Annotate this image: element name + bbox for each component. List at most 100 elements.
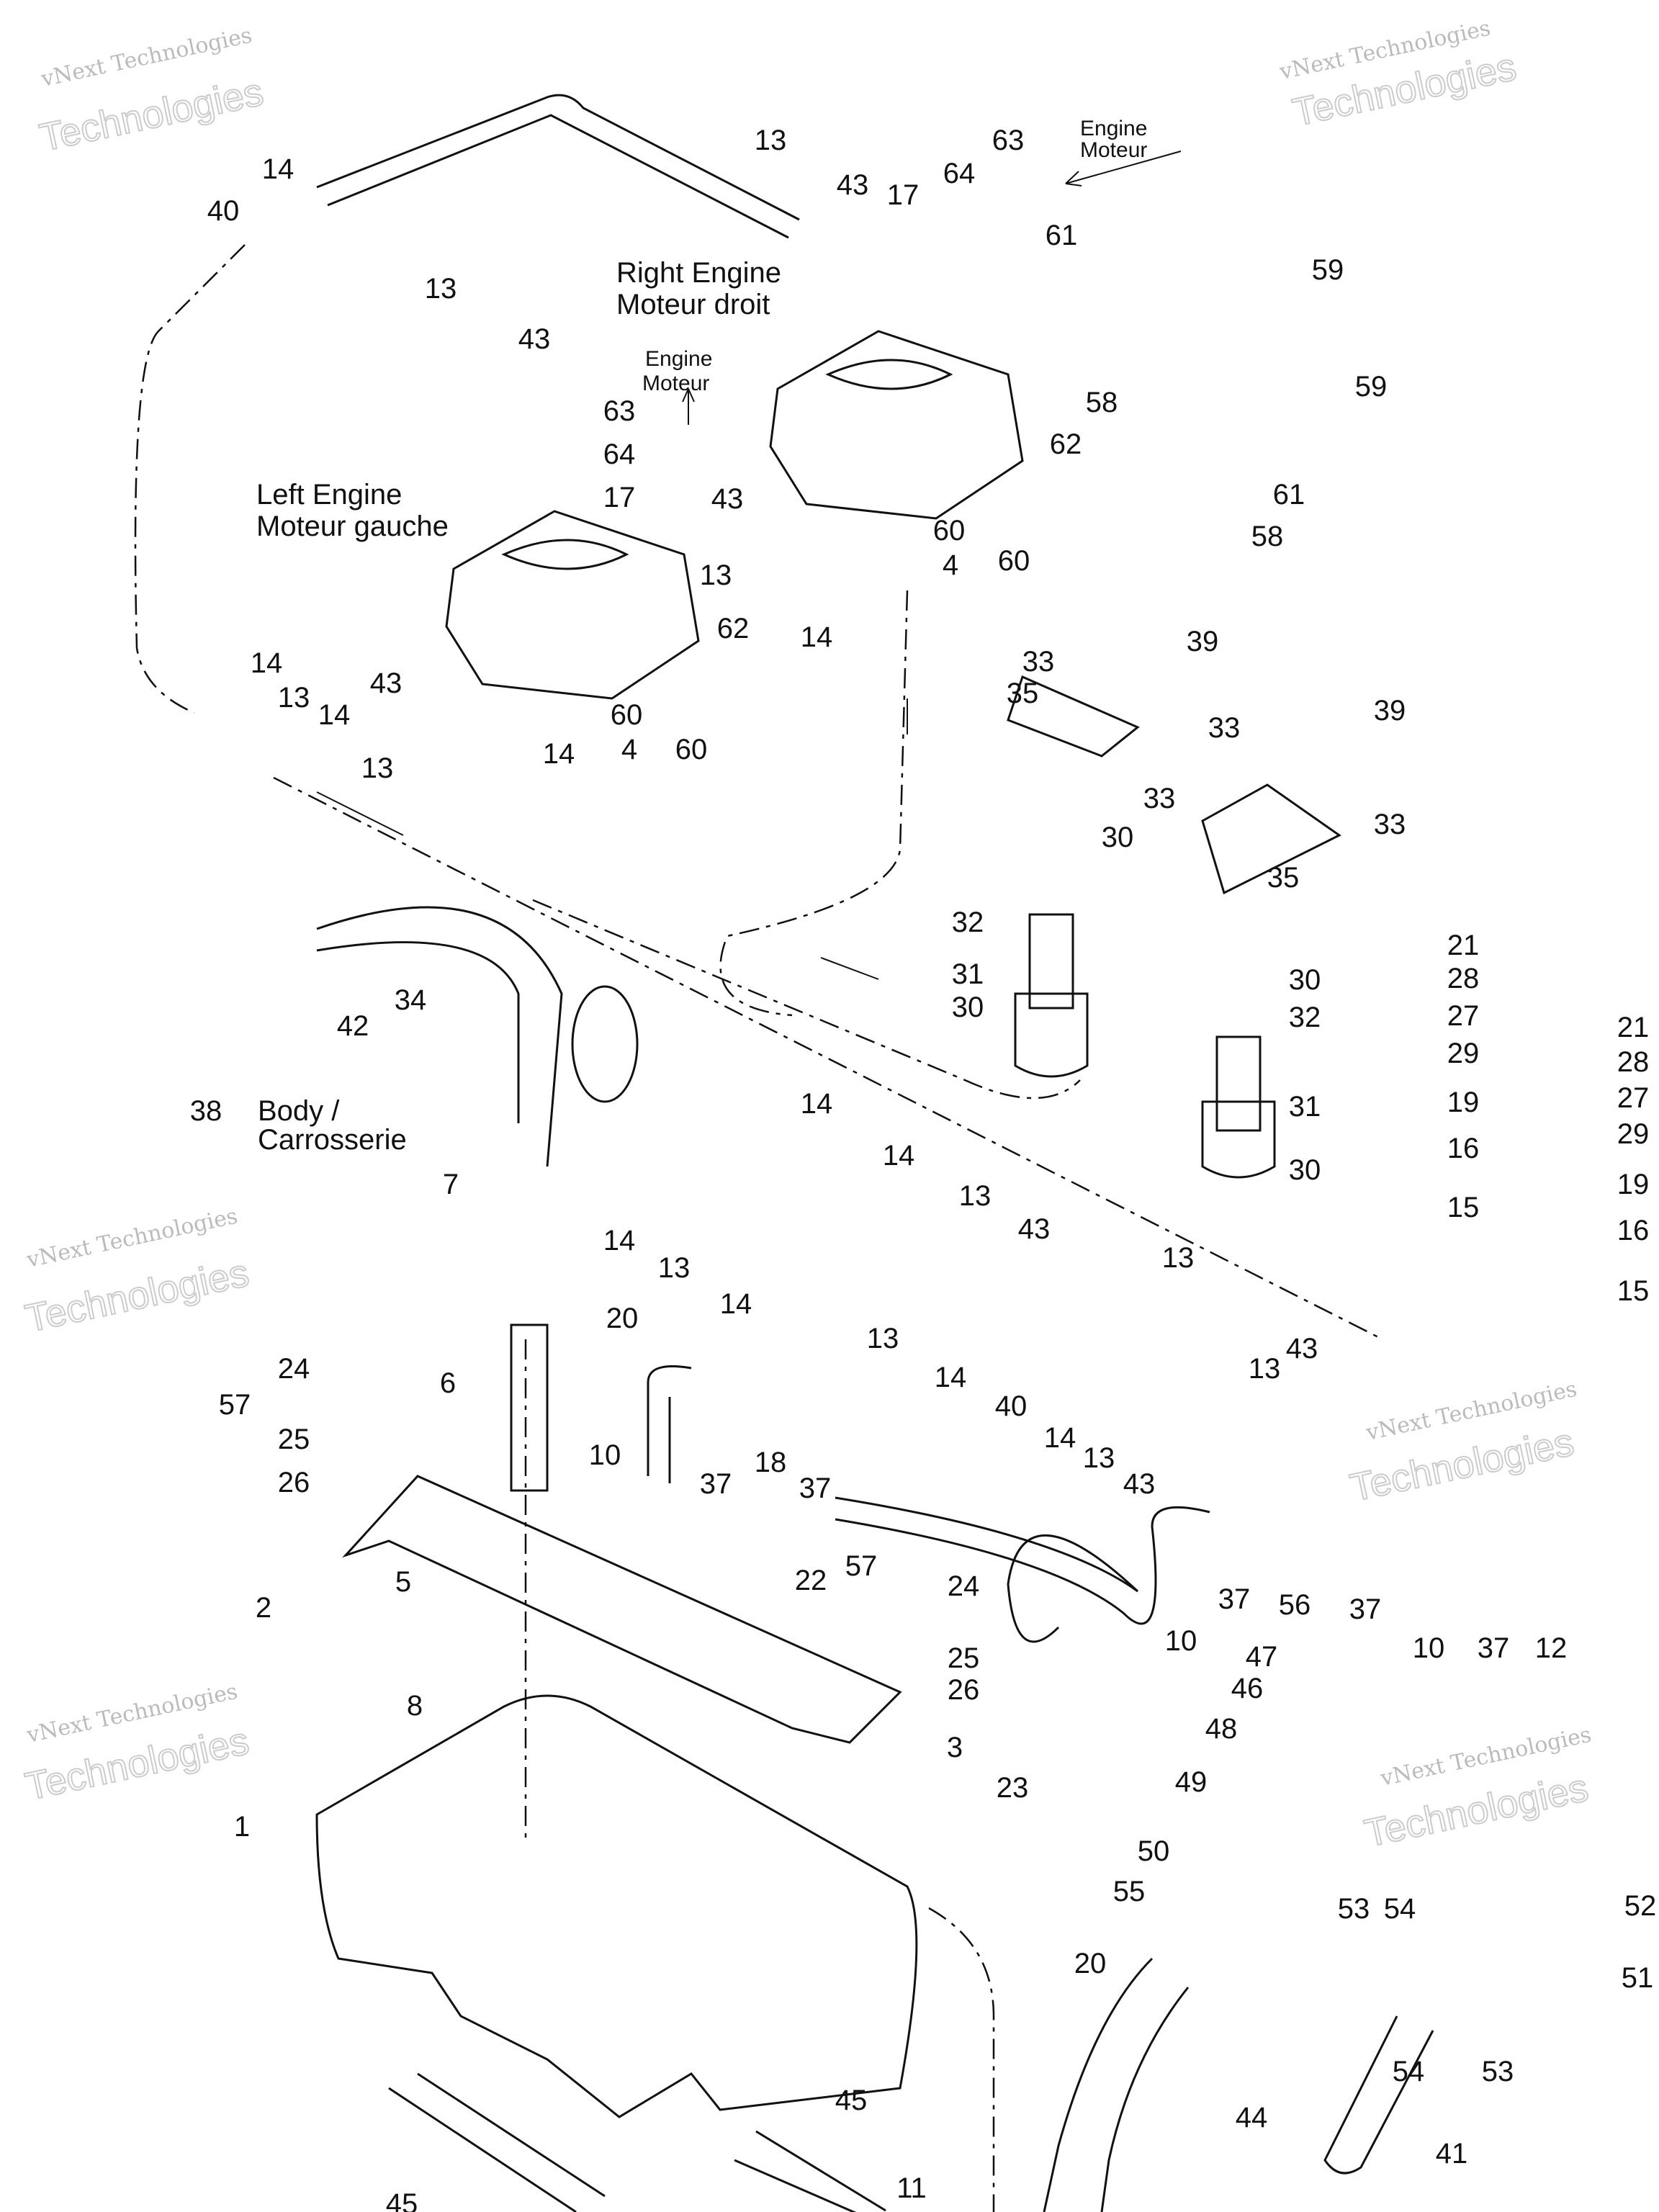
part-number-label: 59 <box>1312 254 1344 286</box>
moteur-label-top: Moteur <box>1080 138 1147 162</box>
part-number-label: 37 <box>1349 1593 1382 1625</box>
fuel-line-right <box>719 590 909 1017</box>
part-number-label: 14 <box>318 699 351 731</box>
part-number-label: 14 <box>801 1088 833 1120</box>
body-label: Body / <box>258 1095 340 1127</box>
part-number-label: 16 <box>1447 1133 1480 1164</box>
part-number-label: 20 <box>606 1303 639 1334</box>
part-number-label: 54 <box>1393 2056 1425 2087</box>
right-carburetor <box>769 330 1024 520</box>
part-number-label: 63 <box>992 125 1025 156</box>
part-number-label: 30 <box>1289 1154 1321 1186</box>
part-number-label: 25 <box>278 1424 310 1455</box>
vent-hose-loop <box>571 985 639 1103</box>
part-number-label: 2 <box>256 1592 271 1624</box>
part-number-label: 50 <box>1138 1835 1170 1867</box>
part-number-label: 45 <box>386 2188 418 2212</box>
vent-hose-top <box>316 94 800 221</box>
filler-neck-44 <box>1043 1957 1190 2212</box>
part-number-label: 13 <box>959 1180 992 1212</box>
part-number-label: 57 <box>219 1389 251 1421</box>
bracket-35-top <box>1007 675 1140 757</box>
part-number-label: 4 <box>943 549 958 581</box>
part-number-label: 56 <box>1279 1589 1311 1621</box>
part-number-label: 21 <box>1617 1012 1650 1043</box>
part-number-label: 64 <box>943 158 976 189</box>
part-number-label: 43 <box>1123 1468 1156 1500</box>
part-number-label: 1 <box>234 1811 250 1843</box>
part-number-label: 14 <box>1044 1422 1076 1454</box>
part-number-label: 15 <box>1447 1192 1480 1223</box>
fill-hose-10 <box>835 1506 1210 1625</box>
part-number-label: 55 <box>1113 1876 1146 1907</box>
part-number-label: 8 <box>407 1690 423 1722</box>
part-number-label: 43 <box>837 169 869 201</box>
fuel-filters <box>1007 675 1341 1179</box>
part-number-label: 33 <box>1208 712 1241 744</box>
flow-arrow-icon <box>316 698 908 980</box>
part-number-label: 10 <box>1413 1632 1445 1664</box>
part-number-label: 44 <box>1236 2102 1268 2134</box>
part-number-label: 40 <box>207 195 240 227</box>
part-number-label: 57 <box>845 1550 878 1582</box>
part-number-label: 46 <box>1231 1673 1264 1704</box>
part-number-label: 13 <box>700 559 732 591</box>
part-number-label: 33 <box>1374 809 1406 840</box>
part-number-label: 13 <box>361 752 394 784</box>
part-number-label: 38 <box>190 1095 222 1127</box>
part-number-label: 48 <box>1205 1713 1238 1745</box>
part-number-label: 19 <box>1447 1087 1480 1118</box>
fill-hose-10-inner <box>835 1496 1139 1643</box>
part-number-label: 43 <box>518 323 551 355</box>
part-number-label: 39 <box>1374 695 1406 727</box>
part-number-label: 11 <box>896 2172 927 2204</box>
part-number-label: 12 <box>1535 1632 1568 1664</box>
part-number-label: 21 <box>1447 930 1480 961</box>
part-number-label: 13 <box>1249 1353 1281 1385</box>
part-number-label: 17 <box>603 482 636 513</box>
left-carburetor <box>445 510 700 700</box>
part-number-label: 13 <box>1083 1442 1115 1474</box>
fuel-pick-up-6 <box>510 1323 549 1492</box>
part-number-label: 61 <box>1046 220 1078 251</box>
hose-10-left <box>647 1365 692 1483</box>
part-number-label: 47 <box>1246 1641 1278 1673</box>
part-number-label: 14 <box>883 1140 915 1172</box>
part-number-label: 14 <box>801 621 833 653</box>
filter-31-right <box>1215 1035 1262 1132</box>
part-number-label: 29 <box>1447 1038 1480 1069</box>
part-number-label: 33 <box>1143 783 1176 814</box>
carrosserie-label: Carrosserie <box>258 1124 407 1156</box>
part-number-label: 7 <box>443 1169 459 1200</box>
part-number-label: 53 <box>1482 2056 1514 2087</box>
part-number-label: 29 <box>1617 1118 1650 1150</box>
part-number-label: 60 <box>675 734 708 765</box>
moteur-droit-label: Moteur droit <box>616 289 770 320</box>
part-number-label: 62 <box>1050 428 1082 460</box>
part-number-label: 32 <box>1289 1002 1321 1033</box>
part-number-label: 27 <box>1447 1000 1480 1032</box>
vent-line-left <box>134 244 246 714</box>
part-number-label: 28 <box>1617 1046 1650 1078</box>
part-number-label: 5 <box>395 1566 411 1598</box>
part-number-label: 59 <box>1355 371 1388 403</box>
fuel-line-return <box>532 899 1081 1100</box>
part-number-label: 13 <box>755 125 787 156</box>
part-number-label: 43 <box>1018 1213 1051 1245</box>
text-annotations: Engine Moteur Engine Moteur Right Engine… <box>256 117 1147 1156</box>
strap-45-left <box>388 2072 606 2212</box>
part-number-label: 58 <box>1251 521 1284 552</box>
filter-bowl-30-left <box>1014 992 1089 1078</box>
part-number-label: 28 <box>1447 963 1480 994</box>
part-number-label: 18 <box>755 1447 787 1478</box>
vent-hose-top-inner <box>327 114 789 239</box>
part-number-label: 30 <box>1289 964 1321 996</box>
part-number-label: 27 <box>1617 1082 1650 1114</box>
part-number-label: 31 <box>1289 1091 1321 1123</box>
part-number-label: 49 <box>1175 1766 1208 1798</box>
part-number-label: 6 <box>440 1367 456 1399</box>
part-number-label: 37 <box>799 1473 832 1504</box>
